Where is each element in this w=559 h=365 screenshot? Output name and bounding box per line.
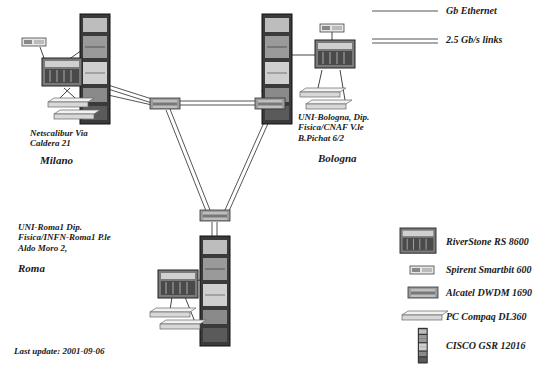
site-address: UNI-Roma1 Dip. Fisica/INFN-Roma1 P.le Al… — [18, 222, 114, 253]
legend-text: Gb Ethernet — [446, 5, 497, 17]
update-note: Last update: 2001-09-06 — [14, 346, 154, 356]
site-address: UNI-Bologna, Dip. Fisica/CNAF V.le B.Pic… — [298, 112, 382, 143]
city-name: Bologna — [318, 152, 378, 165]
legend-text: Spirent Smartbit 600 — [446, 264, 532, 276]
city-name: Milano — [40, 154, 100, 167]
legend-text: RiverStone RS 8600 — [446, 236, 529, 248]
site-address: Netscalibur Via Caldera 21 — [30, 128, 108, 149]
legend-text: Alcatel DWDM 1690 — [446, 287, 532, 299]
city-name: Roma — [18, 262, 78, 275]
legend-text: CISCO GSR 12016 — [446, 340, 525, 352]
legend-text: PC Compaq DL360 — [446, 311, 527, 323]
legend-text: 2.5 Gb/s links — [446, 34, 502, 46]
